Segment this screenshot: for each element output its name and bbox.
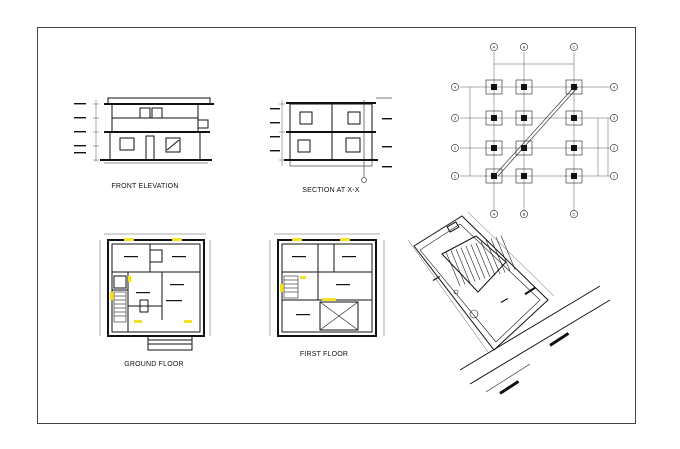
hatch-line <box>475 242 491 278</box>
column <box>571 115 577 121</box>
column <box>521 145 527 151</box>
grid-bubble <box>520 43 528 51</box>
grid-label: 4 <box>454 84 457 89</box>
grid-label: B <box>523 211 526 216</box>
grid-label: C <box>573 44 576 49</box>
footing <box>515 79 533 95</box>
first-floor-caption: FIRST FLOOR <box>299 351 349 358</box>
drawing-sheet <box>37 27 636 424</box>
footing <box>515 140 533 156</box>
hatch-line <box>450 250 466 285</box>
front-elevation-drawing <box>74 97 214 164</box>
hatch-line <box>495 236 511 272</box>
grid-bubble <box>451 172 459 180</box>
column <box>491 84 497 90</box>
column <box>521 115 527 121</box>
footing <box>565 110 583 126</box>
front-elevation-caption: FRONT ELEVATION <box>111 183 179 190</box>
footing <box>565 79 583 95</box>
grid-bubble <box>451 83 459 91</box>
footing <box>565 168 583 184</box>
grid-bubble <box>610 172 618 180</box>
grid-label: 1 <box>613 173 616 178</box>
grid-bubble <box>490 43 498 51</box>
footing <box>485 140 503 156</box>
column <box>521 84 527 90</box>
site-plan <box>407 211 611 395</box>
hatch-line <box>465 245 481 281</box>
column <box>491 145 497 151</box>
grid-label: 3 <box>454 115 457 120</box>
first-floor-plan <box>269 233 385 337</box>
grid-label: B <box>523 44 526 49</box>
ground-floor-caption: GROUND FLOOR <box>124 361 184 368</box>
grid-bubble <box>451 114 459 122</box>
grid-label: 2 <box>454 145 457 150</box>
grid-label: 1 <box>454 173 457 178</box>
footing <box>515 168 533 184</box>
hatch-line <box>470 244 486 279</box>
ground-floor-plan <box>99 233 211 351</box>
grid-bubble <box>610 144 618 152</box>
footing <box>485 110 503 126</box>
grid-bubble <box>570 210 578 218</box>
grid-label: 4 <box>613 84 616 89</box>
column <box>571 173 577 179</box>
footing <box>485 79 503 95</box>
hatch-line <box>500 235 516 270</box>
foundation-grid-plan: A A B B C C 4 4 3 3 2 2 1 1 <box>451 43 618 218</box>
footing <box>565 140 583 156</box>
grid-bubble <box>451 144 459 152</box>
column <box>571 145 577 151</box>
grid-label: A <box>493 44 496 49</box>
hatch-line <box>485 239 501 275</box>
grid-bubble <box>610 114 618 122</box>
footing <box>485 168 503 184</box>
grid-bubble <box>610 83 618 91</box>
hatch-line <box>455 248 471 284</box>
grid-label: 2 <box>613 145 616 150</box>
grid-bubble <box>520 210 528 218</box>
grid-label: C <box>573 211 576 216</box>
grid-label: A <box>493 211 496 216</box>
hatch-line <box>480 241 496 276</box>
section-caption: SECTION AT X-X <box>302 187 360 194</box>
column <box>491 115 497 121</box>
footing <box>515 110 533 126</box>
column <box>521 173 527 179</box>
grid-label: 3 <box>613 115 616 120</box>
section-drawing <box>270 97 392 183</box>
hatch-line <box>445 251 461 287</box>
hatch-line <box>460 247 476 282</box>
grid-bubble <box>570 43 578 51</box>
grid-bubble <box>490 210 498 218</box>
